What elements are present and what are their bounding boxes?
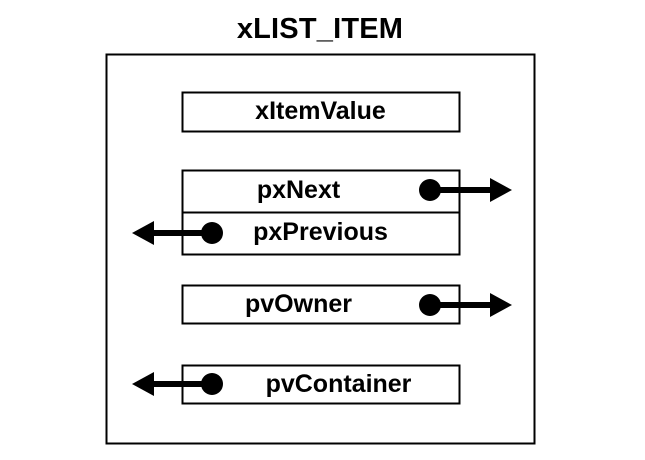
field-label-xitemvalue: xItemValue — [255, 97, 386, 125]
pointer-dot-pxnext — [419, 179, 441, 201]
field-label-pxnext: pxNext — [256, 176, 341, 204]
pointer-dot-pvcontainer — [201, 373, 223, 395]
field-label-pvcontainer: pvContainer — [265, 370, 412, 398]
field-label-pxprevious: pxPrevious — [253, 218, 388, 246]
outer-struct-box — [105, 53, 536, 445]
arrowhead-right-pxnext — [490, 178, 512, 202]
field-box-xitemvalue — [181, 91, 461, 133]
struct-title: xLIST_ITEM — [236, 13, 404, 45]
arrowhead-left-pxprevious — [132, 221, 154, 245]
pointer-dot-pxprevious — [201, 222, 223, 244]
arrowhead-left-pvcontainer — [132, 372, 154, 396]
pointer-dot-pvowner — [419, 294, 441, 316]
field-label-pvowner: pvOwner — [245, 290, 352, 318]
arrowhead-right-pvowner — [490, 293, 512, 317]
